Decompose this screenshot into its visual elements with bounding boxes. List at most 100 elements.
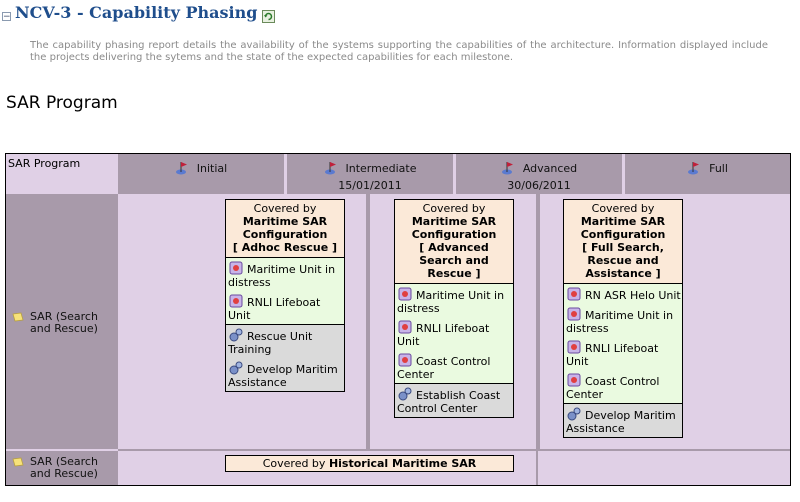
- configuration-phase: Assistance ]: [585, 267, 661, 280]
- milestone-flag-icon: [501, 162, 513, 175]
- covered-by-label: Covered by: [422, 202, 486, 215]
- project-item[interactable]: Develop Maritim Assistance: [228, 360, 343, 389]
- system-node-icon: [567, 340, 581, 354]
- system-name: Maritime Unit in distress: [397, 289, 505, 315]
- milestone-name: Intermediate: [345, 161, 417, 175]
- configuration-box-full[interactable]: Covered by Maritime SAR Configuration [ …: [563, 199, 683, 438]
- configuration-phase: Rescue and: [587, 254, 659, 267]
- system-node-icon: [398, 353, 412, 367]
- system-node-icon: [567, 287, 581, 301]
- covered-by-label: Covered by: [253, 202, 317, 215]
- system-name: Maritime Unit in distress: [566, 309, 674, 335]
- row-header-sar-1: [6, 194, 118, 449]
- project-gear-icon: [229, 361, 243, 375]
- configuration-phase: [ Advanced: [419, 241, 489, 254]
- project-gear-icon: [567, 407, 581, 421]
- system-node-icon: [567, 373, 581, 387]
- capability-label: SAR (Search and Rescue): [12, 456, 98, 480]
- configuration-header: Covered by Maritime SAR Configuration [ …: [395, 200, 513, 284]
- capability-note-icon: [12, 312, 24, 322]
- milestone-date: [118, 178, 284, 194]
- milestone-name: Initial: [196, 161, 228, 175]
- system-name: Coast Control Center: [566, 375, 660, 401]
- row-header-sar-2: [6, 451, 118, 485]
- project-name: Develop Maritim Assistance: [228, 363, 338, 389]
- grid-corner-label: SAR Program: [6, 154, 118, 194]
- configuration-phase: [ Full Search,: [582, 241, 664, 254]
- system-name: RNLI Lifeboat Unit: [566, 342, 659, 368]
- capability-label: SAR (Search and Rescue): [12, 311, 98, 335]
- milestone-header-initial: Initial: [118, 154, 284, 194]
- system-node-icon: [229, 261, 243, 275]
- configuration-phase: [ Adhoc Rescue ]: [232, 241, 338, 254]
- configuration-phase: Search and: [419, 254, 489, 267]
- system-name: Maritime Unit in distress: [228, 263, 336, 289]
- systems-section: Maritime Unit in distress RNLI Lifeboat …: [226, 258, 344, 325]
- project-item[interactable]: Rescue Unit Training: [228, 327, 343, 356]
- project-item[interactable]: Develop Maritim Assistance: [566, 406, 681, 435]
- refresh-icon[interactable]: [262, 9, 276, 23]
- system-item[interactable]: RNLI Lifeboat Unit: [228, 293, 343, 322]
- projects-section: Develop Maritim Assistance: [564, 404, 682, 437]
- historical-configuration-box[interactable]: Covered by Historical Maritime SAR: [225, 455, 514, 472]
- system-item[interactable]: Maritime Unit in distress: [397, 286, 512, 315]
- milestone-name: Advanced: [522, 161, 578, 175]
- configuration-name: Historical Maritime SAR: [328, 457, 477, 470]
- column-separator: [536, 451, 538, 485]
- system-node-icon: [398, 320, 412, 334]
- covered-by-label: Covered by: [591, 202, 655, 215]
- milestone-flag-icon: [688, 162, 700, 175]
- system-node-icon: [229, 294, 243, 308]
- configuration-header: Covered by Maritime SAR Configuration [ …: [564, 200, 682, 284]
- column-separator: [536, 194, 540, 449]
- configuration-box-adhoc-rescue[interactable]: Covered by Maritime SAR Configuration [ …: [225, 199, 345, 392]
- page-title: NCV-3 - Capability Phasing: [15, 2, 258, 22]
- collapse-toggle-icon[interactable]: −: [2, 11, 11, 22]
- system-item[interactable]: Coast Control Center: [566, 372, 681, 401]
- project-gear-icon: [229, 328, 243, 342]
- project-name: Develop Maritim Assistance: [566, 409, 676, 435]
- configuration-box-advanced[interactable]: Covered by Maritime SAR Configuration [ …: [394, 199, 514, 418]
- project-name: Rescue Unit Training: [228, 330, 313, 356]
- milestone-flag-icon: [324, 162, 336, 175]
- system-name: Coast Control Center: [397, 355, 491, 381]
- milestone-header-advanced: Advanced 30/06/2011: [456, 154, 622, 194]
- system-item[interactable]: Maritime Unit in distress: [566, 306, 681, 335]
- systems-section: RN ASR Helo Unit Maritime Unit in distre…: [564, 284, 682, 404]
- program-heading: SAR Program: [6, 93, 118, 113]
- system-item[interactable]: RNLI Lifeboat Unit: [566, 339, 681, 368]
- project-item[interactable]: Establish Coast Control Center: [397, 386, 512, 415]
- capability-label-line: and Rescue): [30, 322, 98, 335]
- system-node-icon: [567, 307, 581, 321]
- report-description: The capability phasing report details th…: [30, 40, 768, 63]
- column-separator: [366, 194, 370, 449]
- system-item[interactable]: RN ASR Helo Unit: [566, 286, 681, 302]
- milestone-date: [625, 178, 790, 194]
- milestone-date: 30/06/2011: [507, 179, 571, 192]
- system-item[interactable]: RNLI Lifeboat Unit: [397, 319, 512, 348]
- capability-label-line: and Rescue): [30, 467, 98, 480]
- system-node-icon: [398, 287, 412, 301]
- milestone-date: 15/01/2011: [338, 179, 402, 192]
- milestone-name: Full: [709, 161, 728, 175]
- system-item[interactable]: Coast Control Center: [397, 352, 512, 381]
- system-item[interactable]: Maritime Unit in distress: [228, 260, 343, 289]
- capability-label-line: SAR (Search: [30, 310, 98, 323]
- configuration-name: Configuration: [242, 228, 328, 241]
- milestone-header-full: Full: [625, 154, 790, 194]
- covered-by-label: Covered by: [262, 457, 326, 470]
- configuration-name: Maritime SAR: [580, 215, 666, 228]
- milestone-header-intermediate: Intermediate 15/01/2011: [287, 154, 453, 194]
- project-gear-icon: [398, 387, 412, 401]
- configuration-phase: Rescue ]: [427, 267, 481, 280]
- system-name: RN ASR Helo Unit: [585, 289, 681, 302]
- configuration-name: Maritime SAR: [411, 215, 497, 228]
- configuration-name: Configuration: [580, 228, 666, 241]
- system-name: RNLI Lifeboat Unit: [228, 296, 321, 322]
- projects-section: Rescue Unit Training Develop Maritim Ass…: [226, 325, 344, 391]
- project-name: Establish Coast Control Center: [397, 389, 501, 415]
- configuration-header: Covered by Maritime SAR Configuration [ …: [226, 200, 344, 258]
- milestone-flag-icon: [175, 162, 187, 175]
- capability-note-icon: [12, 457, 24, 467]
- system-name: RNLI Lifeboat Unit: [397, 322, 490, 348]
